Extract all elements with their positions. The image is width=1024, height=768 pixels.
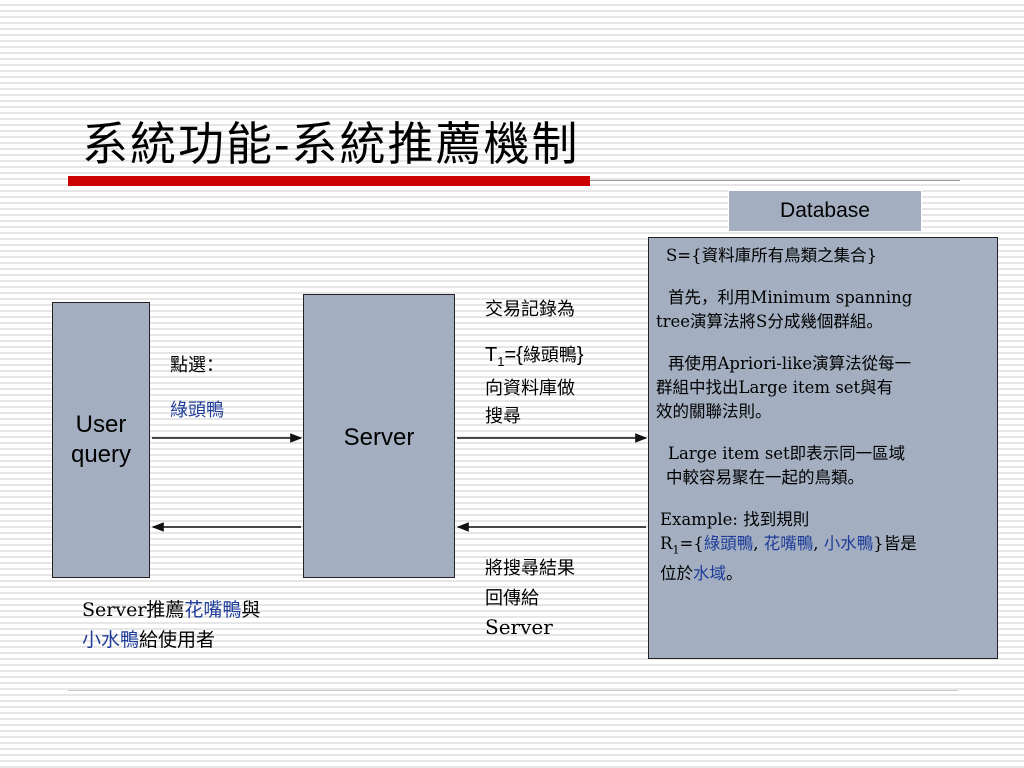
txn-t: T [485, 344, 498, 366]
user-query-box [52, 302, 150, 578]
db-step3-line2: 中較容易聚在一起的鳥類。 [666, 468, 864, 487]
db-step3-line1: Large item set即表示同一區域 [668, 444, 906, 463]
recommend-item2: 小水鴨 [82, 629, 140, 651]
recommend-line2: 小水鴨給使用者 [82, 627, 215, 653]
db-place-prefix: 位於 [660, 564, 693, 584]
db-rule-comma2: , [813, 534, 824, 553]
db-step2-line1: 再使用Apriori-like演算法從每一 [668, 354, 912, 373]
txn-t-subscript: 1 [497, 354, 505, 369]
db-rule-item2: 花嘴鴨 [763, 534, 814, 553]
txn-item: 綠頭鴨 [522, 345, 577, 366]
user-label-line2: query [70, 441, 132, 468]
server-label: Server [343, 424, 415, 451]
db-example-line1: Example: 找到規則 [660, 510, 810, 529]
db-rule-item3: 小水鴨 [823, 534, 874, 553]
db-example-line2: R1={綠頭鴨, 花嘴鴨, 小水鴨}皆是 [656, 532, 994, 562]
db-example-line3: 位於水域。 [656, 562, 994, 586]
return-label-line3: Server [485, 615, 553, 639]
db-rule-r: R [660, 534, 673, 553]
txn-close: } [576, 344, 584, 366]
db-rule-open: ={ [679, 534, 704, 553]
database-description: S={資料庫所有鳥類之集合} 首先，利用Minimum spanning tre… [656, 244, 994, 586]
title-underline-thin [590, 180, 960, 181]
txn-label-line3: 向資料庫做 [485, 378, 575, 399]
return-label-line1: 將搜尋結果 [485, 558, 575, 579]
title-underline-red [68, 176, 590, 186]
server-box [303, 294, 455, 578]
txn-label-line2: T1={綠頭鴨} [485, 341, 584, 369]
database-box [648, 237, 998, 659]
recommend-line1: Server推薦花嘴鴨與 [82, 597, 260, 623]
db-place-end: 。 [726, 564, 743, 584]
db-step2-line2: 群組中找出Large item set與有 [656, 378, 894, 397]
db-step2-line3: 效的關聯法則。 [656, 402, 772, 421]
recommend-prefix: Server推薦 [82, 599, 185, 621]
page-title: 系統功能-系統推薦機制 [82, 117, 580, 171]
recommend-item1: 花嘴鴨 [184, 599, 242, 621]
db-set-definition: S={資料庫所有鳥類之集合} [666, 246, 878, 265]
db-rule-item1: 綠頭鴨 [703, 534, 754, 553]
db-rule-close: }皆是 [873, 534, 917, 553]
db-rule-subscript: 1 [672, 543, 680, 557]
db-rule-comma1: , [753, 534, 764, 553]
click-item-label: 綠頭鴨 [170, 400, 224, 421]
db-step1-line1: 首先，利用Minimum spanning [668, 288, 913, 307]
db-step1-line2: tree演算法將S分成幾個群組。 [656, 312, 883, 331]
txn-label-line4: 搜尋 [485, 406, 521, 427]
user-label-line1: User [75, 411, 127, 438]
txn-eq: ={ [504, 344, 523, 366]
txn-label-line1: 交易記錄為 [485, 299, 575, 320]
return-label-line2: 回傳給 [485, 588, 539, 609]
recommend-and: 與 [241, 599, 261, 621]
click-label: 點選： [170, 355, 224, 376]
database-label: Database [728, 190, 922, 232]
recommend-suffix: 給使用者 [139, 629, 216, 651]
db-place: 水域 [693, 564, 726, 584]
user-query-label: User query [52, 410, 150, 470]
footer-divider [68, 690, 958, 691]
